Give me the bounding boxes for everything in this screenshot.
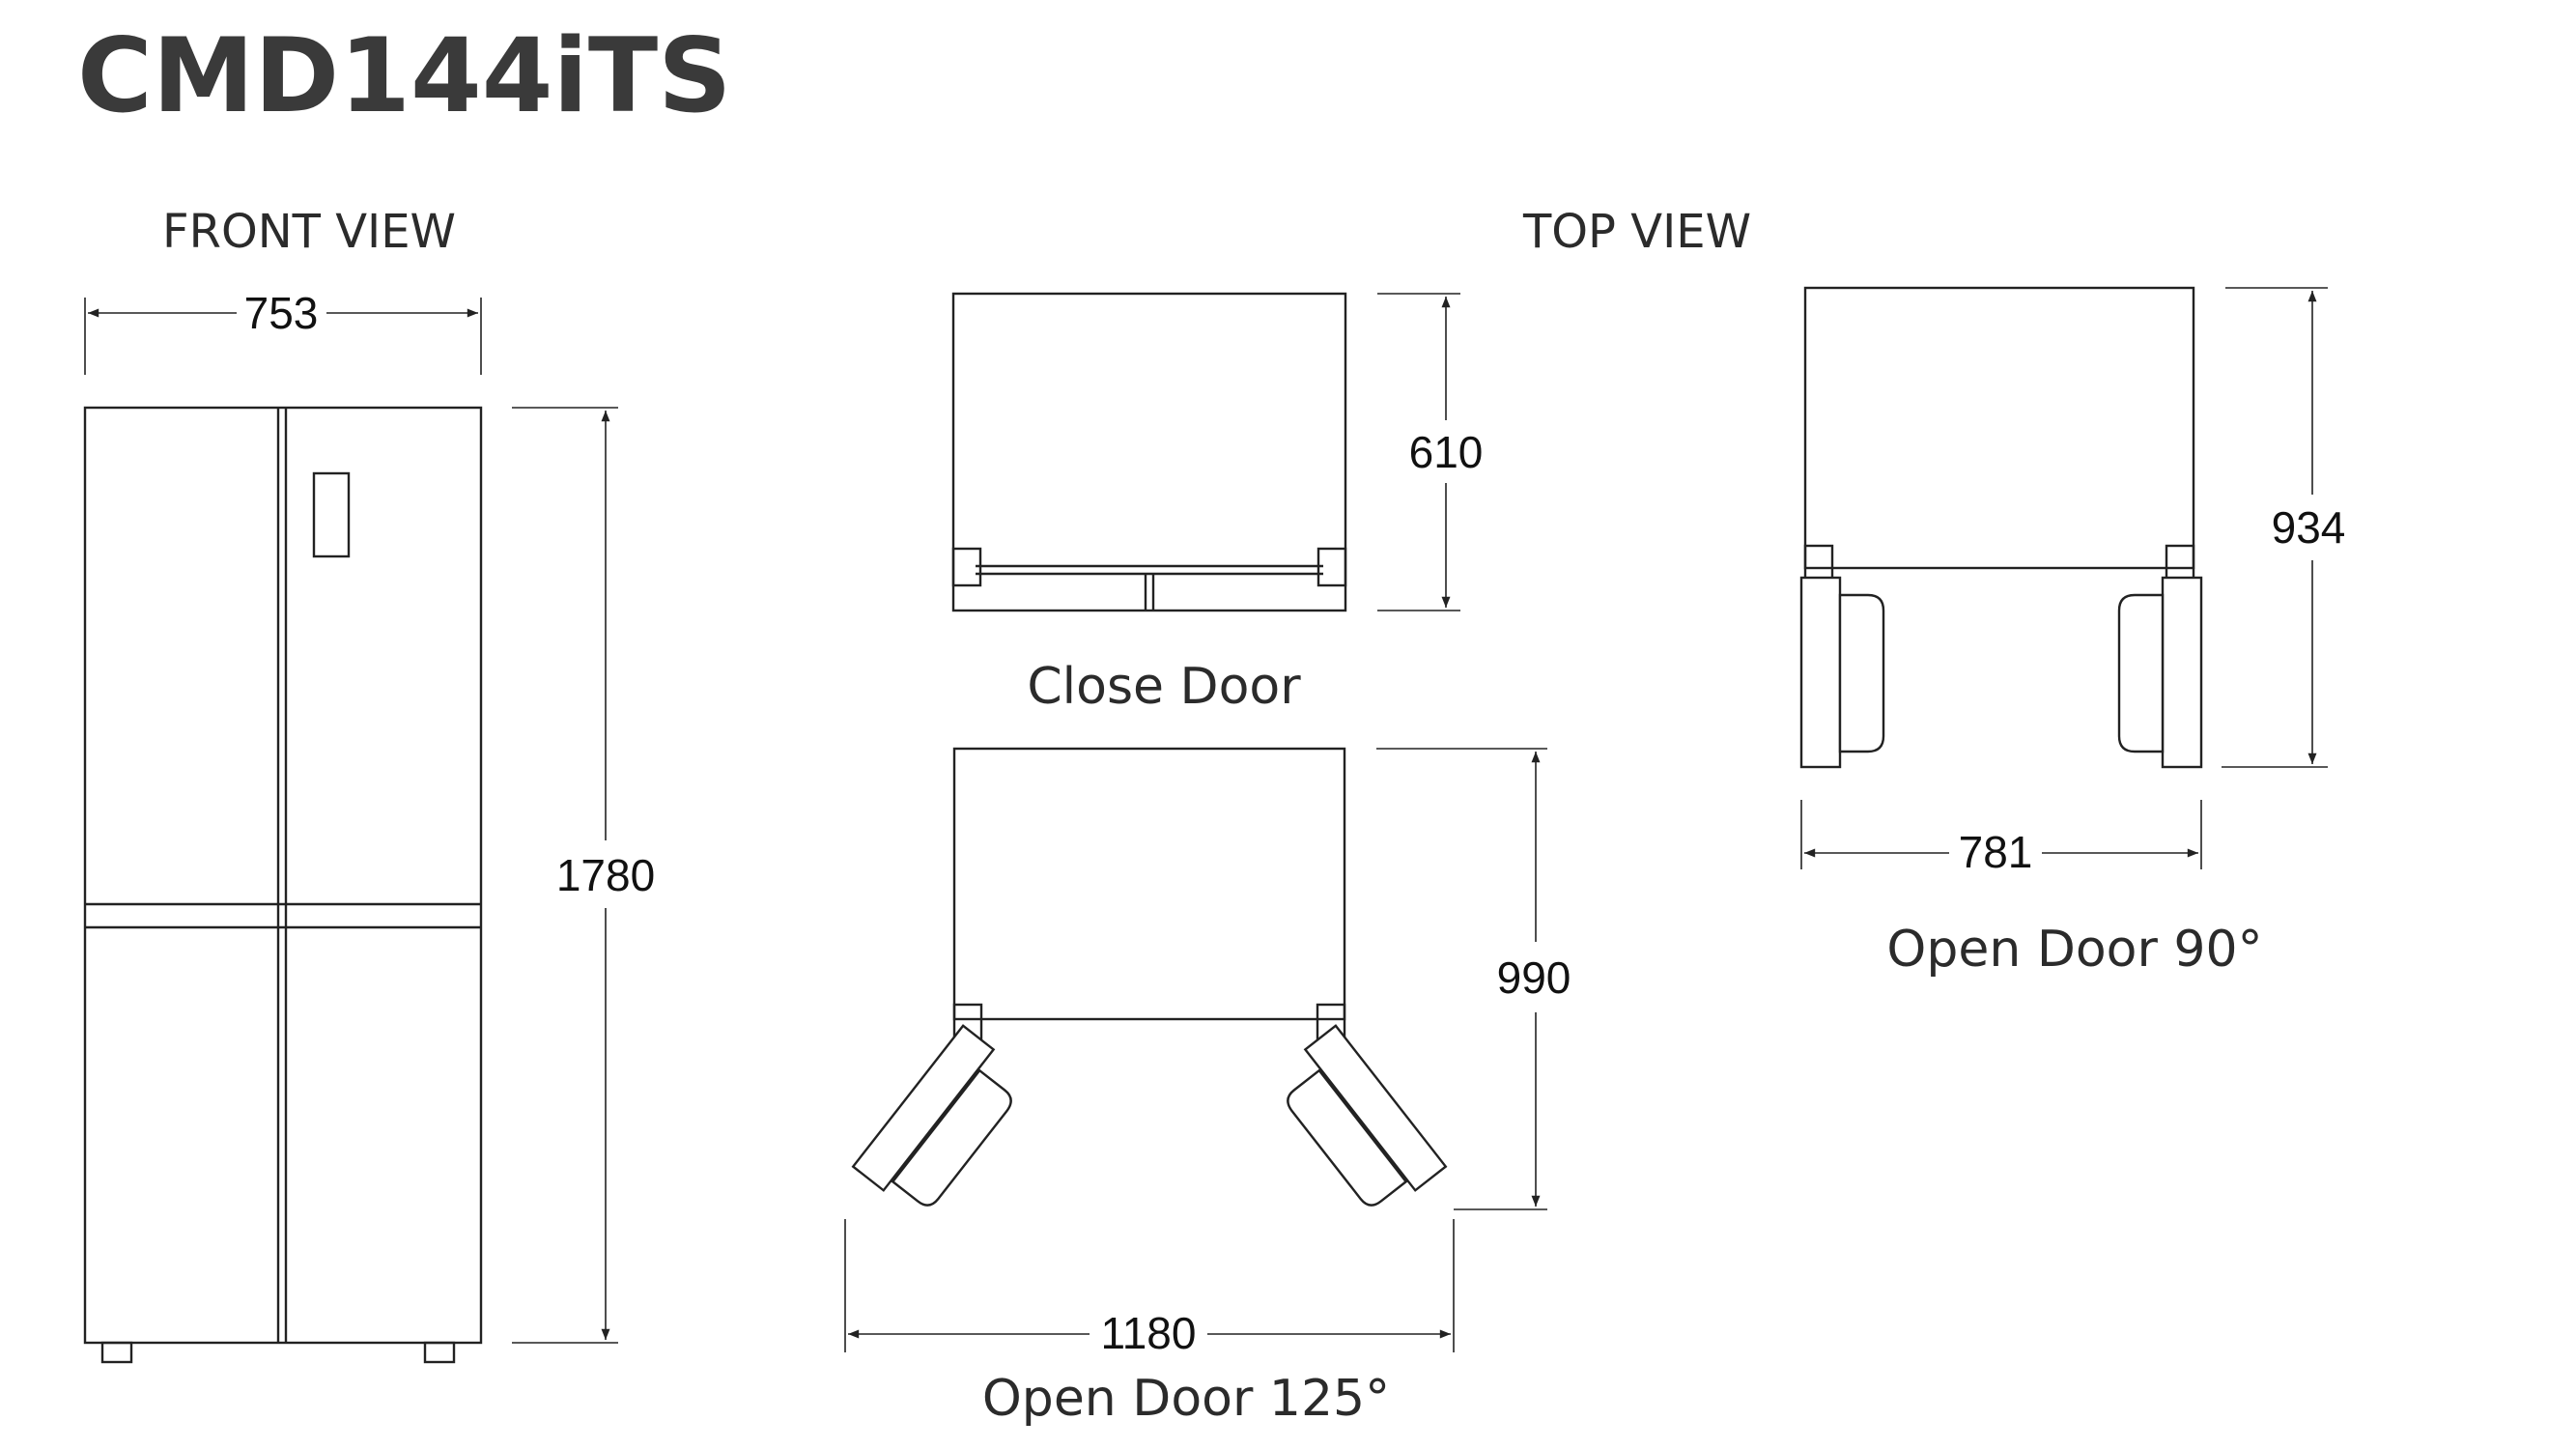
- open90-width-dimension: 781: [1800, 800, 2202, 877]
- close-depth-dimension: 610: [1377, 293, 1484, 611]
- open125-width-dimension: 1180: [844, 1219, 1455, 1358]
- front-height-value: 1780: [556, 850, 655, 900]
- top-view-label: TOP VIEW: [1522, 205, 1751, 259]
- open125-depth-value: 990: [1497, 952, 1571, 1003]
- model-title: CMD144iTS: [77, 16, 732, 135]
- open-door-90-drawing: [1799, 286, 2203, 769]
- open90-depth-dimension: 934: [2222, 287, 2346, 768]
- left-foot: [100, 1341, 133, 1364]
- open-door-125-caption: Open Door 125°: [982, 1370, 1390, 1428]
- dispenser-panel: [312, 471, 351, 558]
- open90-depth-value: 934: [2272, 502, 2346, 553]
- close-depth-value: 610: [1409, 427, 1484, 477]
- open125-width-value: 1180: [1101, 1308, 1197, 1358]
- open-door-90-caption: Open Door 90°: [1886, 921, 2262, 979]
- front-view-label: FRONT VIEW: [162, 205, 456, 259]
- right-open-door-90: [2161, 576, 2203, 769]
- front-width-value: 753: [244, 288, 319, 338]
- front-view-drawing: [83, 406, 483, 1364]
- open-door-125-drawing: [851, 747, 1448, 1207]
- right-foot: [423, 1341, 456, 1364]
- close-door-caption: Close Door: [1027, 658, 1301, 716]
- left-open-door: [851, 1024, 1012, 1207]
- open90-width-value: 781: [1959, 827, 2033, 877]
- front-width-dimension: 753: [84, 288, 482, 375]
- left-open-door-90: [1799, 576, 1842, 769]
- front-height-dimension: 1780: [512, 407, 655, 1344]
- right-open-door: [1287, 1024, 1448, 1207]
- close-door-drawing: [951, 292, 1347, 612]
- open125-depth-dimension: 990: [1376, 748, 1571, 1210]
